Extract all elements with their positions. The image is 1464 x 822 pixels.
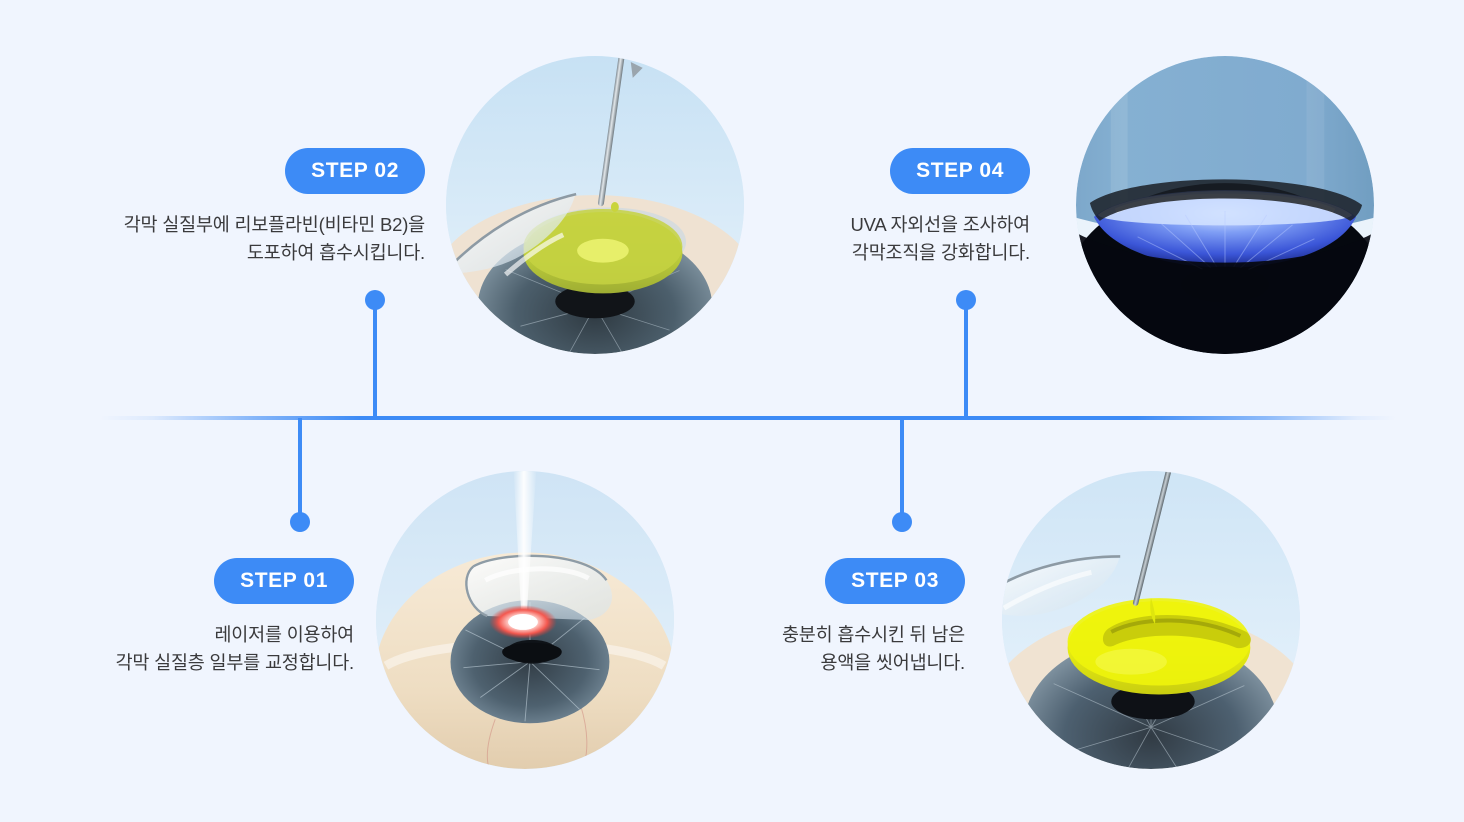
eye-riboflavin-application-illustration — [446, 56, 744, 354]
eye-laser-correction-illustration — [376, 471, 674, 769]
timeline-axis — [100, 416, 1396, 420]
step-03-text-block: STEP 03 충분히 흡수시킨 뒤 남은 용액을 씻어냅니다. — [640, 558, 965, 677]
timeline-node-step-01[interactable] — [290, 512, 310, 532]
connector-stem-step-03 — [900, 418, 904, 524]
step-01-description: 레이저를 이용하여 각막 실질층 일부를 교정합니다. — [115, 624, 355, 674]
step-01-text-block: STEP 01 레이저를 이용하여 각막 실질층 일부를 교정합니다. — [28, 558, 354, 677]
step-02-text-block: STEP 02 각막 실질부에 리보플라빈(비타민 B2)을 도포하여 흡수시킵… — [60, 148, 425, 267]
step-01-badge: STEP 01 — [214, 558, 354, 604]
connector-stem-step-04 — [964, 300, 968, 420]
timeline-node-step-03[interactable] — [892, 512, 912, 532]
step-03-description: 충분히 흡수시킨 뒤 남은 용액을 씻어냅니다. — [781, 624, 965, 674]
timeline-node-step-04[interactable] — [956, 290, 976, 310]
step-04-text-block: STEP 04 UVA 자외선을 조사하여 각막조직을 강화합니다. — [660, 148, 1030, 267]
eye-solution-rinse-illustration — [1002, 471, 1300, 769]
step-02-badge: STEP 02 — [285, 148, 425, 194]
timeline-node-step-02[interactable] — [365, 290, 385, 310]
step-04-description: UVA 자외선을 조사하여 각막조직을 강화합니다. — [850, 214, 1031, 264]
step-04-badge: STEP 04 — [890, 148, 1030, 194]
step-03-badge: STEP 03 — [825, 558, 965, 604]
connector-stem-step-01 — [298, 418, 302, 524]
step-02-description: 각막 실질부에 리보플라빈(비타민 B2)을 도포하여 흡수시킵니다. — [123, 214, 425, 264]
eye-uva-irradiation-illustration — [1076, 56, 1374, 354]
connector-stem-step-02 — [373, 300, 377, 420]
